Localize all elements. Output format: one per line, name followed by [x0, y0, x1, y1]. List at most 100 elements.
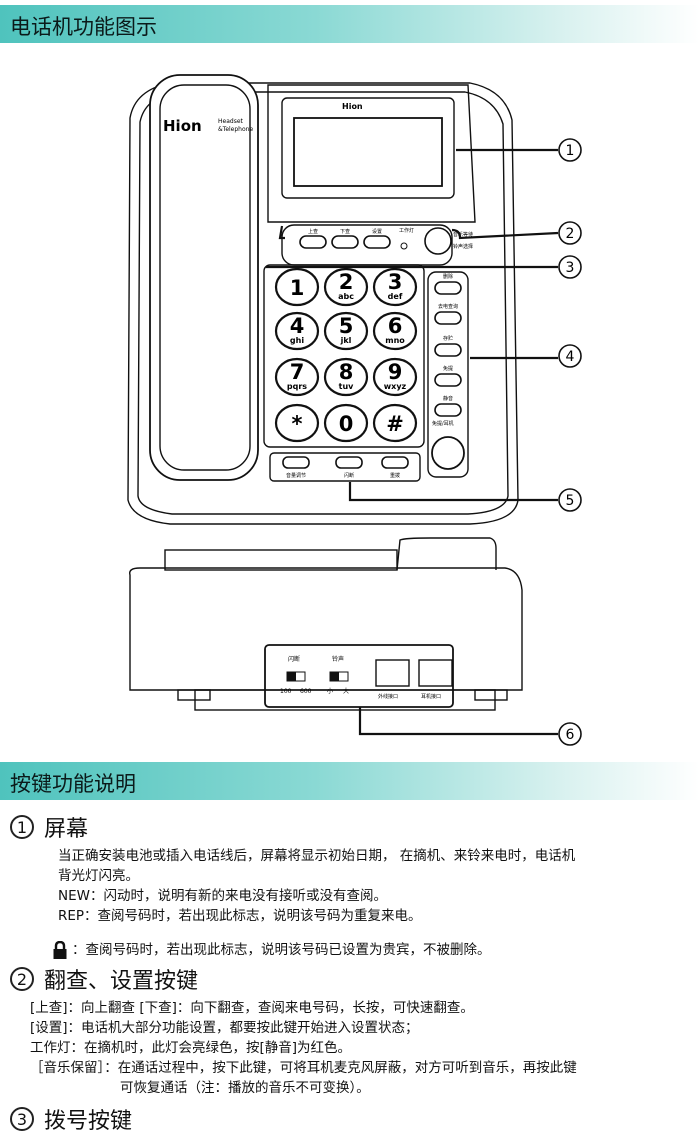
handsfree-button[interactable] [431, 436, 465, 470]
ring-value-high: 大 [343, 687, 349, 695]
flash-switch-knob [287, 672, 296, 681]
key-letters: tuv [339, 382, 355, 391]
callout-5: 5 [558, 488, 582, 512]
music-hold-button[interactable] [424, 227, 452, 255]
text-line: 当正确安装电池或插入电话线后，屏幕将显示初始日期， 在摘机、来铃来电时，电话机 [58, 848, 576, 864]
top-button-1[interactable]: 下查 [331, 228, 359, 249]
callout-line-6 [358, 707, 558, 736]
key-digit: 3 [388, 270, 403, 294]
brand-sub2: &Telephone [218, 126, 253, 133]
display-bezel [281, 97, 455, 199]
section-title: 拨号按键 [44, 1109, 133, 1134]
top-button-label: 设置 [372, 228, 382, 235]
key-digit: # [386, 412, 404, 436]
bottom-button-label: 重拨 [390, 472, 400, 479]
callout-line-2 [278, 225, 559, 240]
section-number: 1 [10, 815, 34, 839]
section-1-text: 当正确安装电池或插入电话线后，屏幕将显示初始日期， 在摘机、来铃来电时，电话机 … [53, 846, 576, 960]
flash-switch-label: 闪断 [288, 655, 300, 663]
bottom-button-label: 闪断 [344, 472, 354, 479]
key-digit: 4 [290, 314, 305, 338]
line-port-label: 外线接口 [378, 693, 398, 700]
ring-switch-knob [330, 672, 339, 681]
key-0[interactable]: 0 [323, 403, 369, 443]
side-button-label: 删除 [443, 273, 453, 280]
callout-number: 2 [566, 226, 575, 242]
top-button-2[interactable]: 设置 [363, 228, 391, 249]
lock-icon [53, 941, 67, 959]
display-brand: Hion [342, 102, 363, 111]
key-digit: 1 [290, 276, 305, 300]
bottom-button-2[interactable]: 重拨 [381, 456, 409, 479]
side-button-1[interactable]: 去电查询 [434, 303, 462, 325]
side-button-0[interactable]: 删除 [434, 273, 462, 295]
text-line: 背光灯闪亮。 [58, 868, 139, 884]
section-2-text: [上查]：向上翻查 [下查]：向下翻查，查阅来电号码，长按，可快速翻查。 [设置… [30, 998, 577, 1098]
flash-value-600: 600 [300, 688, 312, 695]
top-button-0[interactable]: 上查 [299, 228, 327, 249]
music-hold-label-2: 铃声选择 [453, 243, 473, 250]
callout-6: 6 [558, 722, 582, 746]
section-banner-functions: 按键功能说明 [0, 762, 700, 800]
key-digit: 2 [339, 270, 354, 294]
banner-title: 电话机功能图示 [10, 15, 157, 39]
top-button-label: 上查 [308, 228, 318, 235]
work-light-label: 工作灯 [399, 227, 414, 234]
rear-top-block [164, 549, 398, 571]
key-digit: 9 [388, 360, 403, 384]
text-line: REP：查阅号码时，若出现此标志，说明该号码为重复来电。 [58, 908, 422, 924]
line-port [375, 659, 410, 687]
handset-inner [159, 84, 251, 471]
display-screen [293, 117, 443, 187]
key-digit: 5 [339, 314, 354, 338]
keypad-frame [263, 264, 425, 448]
ring-value-low: 小 [327, 687, 333, 695]
handsfree-label: 免提/耳机 [432, 420, 454, 427]
key-digit: 7 [290, 360, 305, 384]
side-button-label: 静音 [443, 395, 453, 402]
banner-title: 按键功能说明 [10, 772, 136, 796]
bottom-button-1[interactable]: 闪断 [335, 456, 363, 479]
section-3-heading: 3 拨号按键 [10, 1103, 132, 1135]
text-line: 可恢复通话（注：播放的音乐不可变换）。 [120, 1080, 370, 1096]
rear-foot-right [474, 689, 508, 701]
section-number: 3 [10, 1107, 34, 1131]
rear-foot-left [177, 689, 211, 701]
side-button-label: 存贮 [443, 335, 453, 342]
key-letters: pqrs [287, 382, 307, 391]
brand-logo: Hion [163, 117, 202, 135]
side-button-label: 免提 [443, 365, 453, 372]
work-light [400, 242, 408, 250]
section-1-heading: 1 屏幕 [10, 811, 88, 843]
bottom-button-0[interactable]: 音量调节 [282, 456, 310, 479]
key-digit: 8 [339, 360, 354, 384]
key-digit: * [292, 412, 303, 436]
text-line: [设置]：电话机大部分功能设置，都要按此键开始进入设置状态； [30, 1020, 419, 1036]
key-1[interactable]: 1 [274, 267, 320, 307]
side-button-4[interactable]: 静音 [434, 395, 462, 417]
side-button-label: 去电查询 [438, 303, 458, 310]
key-#[interactable]: # [372, 403, 418, 443]
key-*[interactable]: * [274, 403, 320, 443]
lock-text: ：查阅号码时，若出现此标志，说明该号码已设置为贵宾，不被删除。 [72, 942, 491, 958]
text-line: 工作灯：在摘机时，此灯会亮绿色，按[静音]为红色。 [30, 1040, 352, 1056]
side-button-3[interactable]: 免提 [434, 365, 462, 387]
section-2-heading: 2 翻查、设置按键 [10, 963, 198, 995]
callout-number: 4 [566, 349, 575, 365]
side-button-2[interactable]: 存贮 [434, 335, 462, 357]
callout-number: 5 [566, 493, 575, 509]
phone-diagram: Hion Headset &Telephone Hion 上查下查设置 工作灯 … [127, 74, 582, 746]
callout-1: 1 [558, 138, 582, 162]
headset-port-label: 耳机接口 [421, 693, 441, 700]
text-line: [上查]：向上翻查 [下查]：向下翻查，查阅来电号码，长按，可快速翻查。 [30, 1000, 474, 1016]
side-button-panel [427, 271, 469, 478]
key-letters: def [388, 292, 403, 301]
